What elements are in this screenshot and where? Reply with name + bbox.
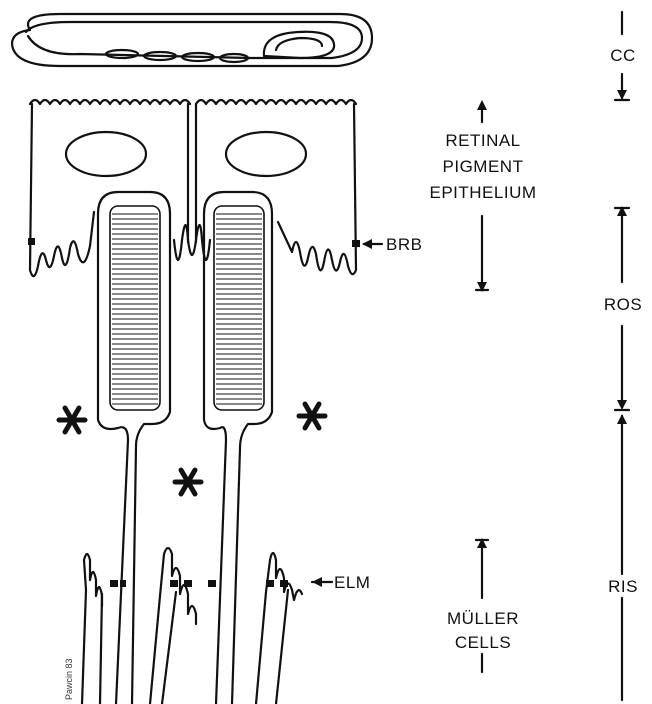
asterisk-center [175,470,201,494]
brb-label: BRB [386,235,422,254]
elm-pointer [312,577,332,587]
ris-label: RIS [608,577,638,596]
elm-junction [110,580,118,587]
ros-label: ROS [604,295,642,314]
elm-junction [208,580,216,587]
rpe-label-line2: PIGMENT [443,157,524,176]
photoreceptor-left [98,192,170,704]
rpe-label-line1: RETINAL [445,131,520,150]
brb-junction [352,240,360,247]
elm-junction [266,580,274,587]
muller-label-line1: MÜLLER [447,609,519,628]
rpe-nucleus-left [66,132,146,176]
disc-stack-left [112,214,158,404]
muller-label-line2: CELLS [455,633,511,652]
asterisk-right [299,404,325,428]
erythrocyte [264,32,334,58]
elm-junction [184,580,192,587]
elm-junction [280,580,288,587]
cc-label: CC [610,46,636,65]
rpe-label-line3: EPITHELIUM [429,183,536,202]
artist-signature: Pawcin 83 [64,658,74,700]
choriocapillaris [12,14,372,66]
disc-stack-right [216,214,262,404]
rpe-cell-right [196,100,356,274]
rpe-nucleus-right [226,132,306,176]
endothelial-nucleus-strip [28,36,250,58]
asterisk-left [59,408,85,432]
elm-label: ELM [334,573,370,592]
elm-junction [120,580,126,587]
elm-junction [170,580,178,587]
brb-junction [28,238,35,245]
brb-pointer [362,239,382,249]
layer-scale-bar [615,12,629,700]
